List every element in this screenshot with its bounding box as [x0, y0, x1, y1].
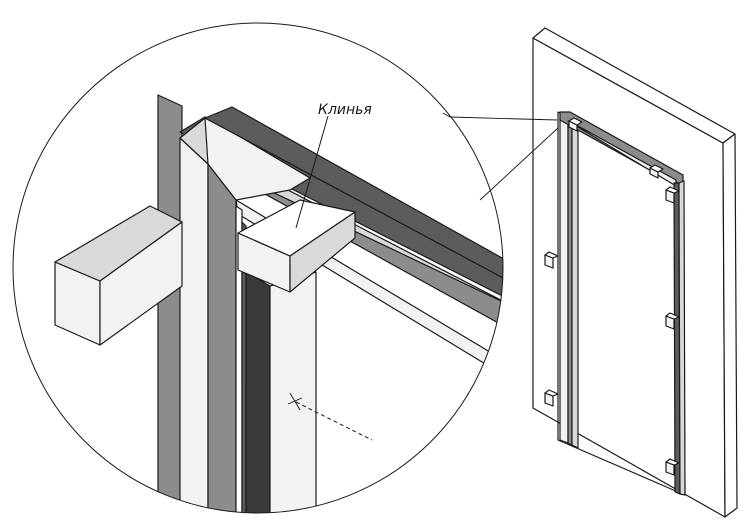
wedge [665, 186, 680, 204]
magnifier-leader-lines [442, 112, 559, 201]
callout-leader-line [295, 115, 329, 229]
dimension-dashed-line [295, 401, 373, 441]
magnifier-circle [12, 22, 504, 514]
wedges-callout-label: Клинья [318, 102, 372, 118]
wedge [665, 458, 680, 476]
wedge [649, 164, 664, 179]
wall-with-opening [532, 27, 738, 518]
door-frame [559, 111, 686, 496]
wedge [544, 251, 559, 269]
frame-wedges [544, 117, 680, 476]
wedge [568, 117, 583, 132]
wedge [544, 389, 559, 407]
wedge [665, 312, 680, 330]
dimension-cross-mark [287, 392, 303, 411]
magnified-corner-detail: Клинья [12, 22, 504, 514]
